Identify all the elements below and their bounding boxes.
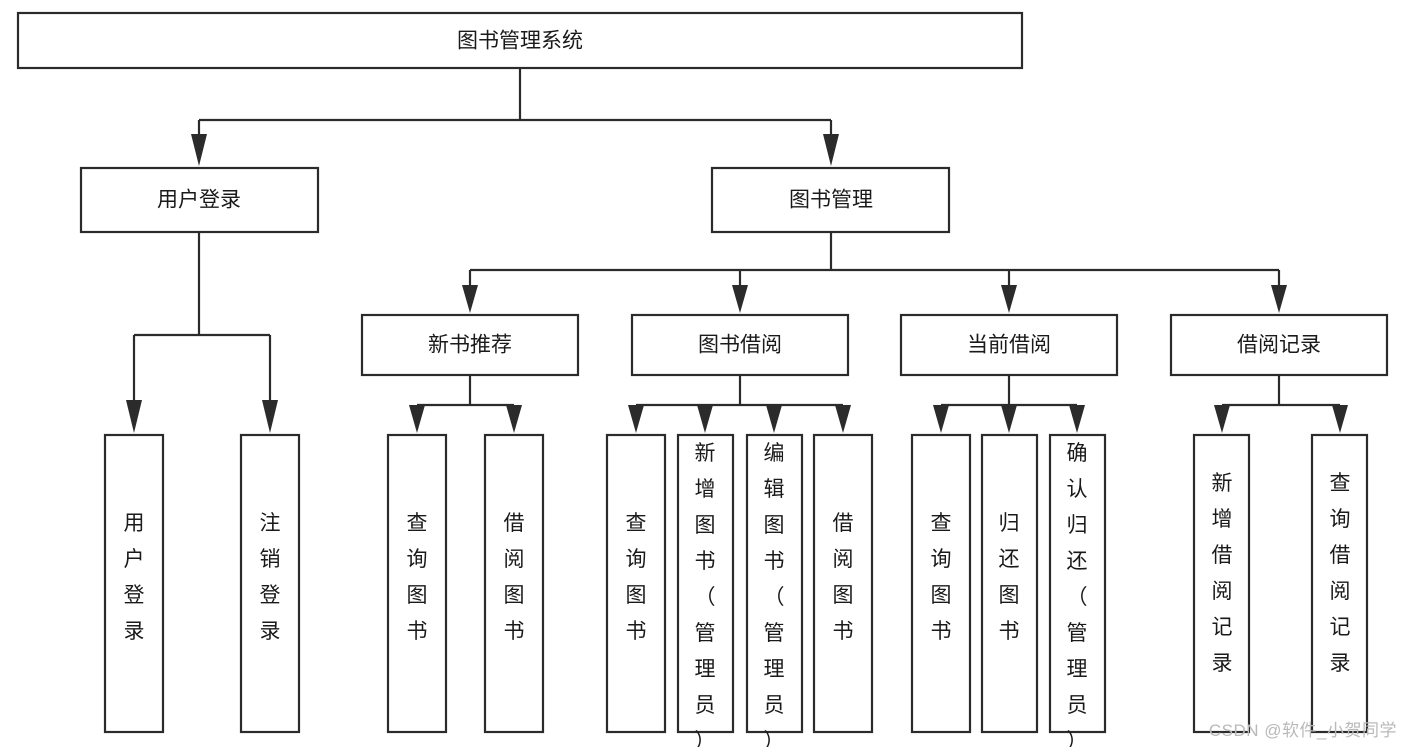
arrow-head-user-login (191, 134, 207, 166)
node-borrow-record-box[interactable] (1169, 313, 1389, 377)
node-leaf-5-label: 查询图书 (626, 512, 647, 643)
node-leaf-11-label: 确认归还（管理员） (1067, 442, 1088, 747)
node-book-borrow-box[interactable] (630, 313, 850, 377)
node-root-box[interactable] (16, 11, 1024, 70)
node-new-book-rec-label: 新书推荐 (428, 334, 512, 357)
node-leaf-10-box[interactable] (980, 433, 1039, 734)
node-leaf-6[interactable]: 新增图书（管理员） (676, 433, 735, 747)
arrow-head-leaf-9 (933, 405, 949, 433)
arrow-head-current-borrow (1001, 285, 1017, 313)
node-leaf-8-label: 借阅图书 (833, 512, 854, 643)
node-leaf-12[interactable]: 新增借阅记录 (1192, 433, 1251, 734)
node-leaf-4[interactable]: 借阅图书 (483, 433, 545, 734)
node-leaf-7-box[interactable] (745, 433, 804, 734)
connector-group-book-borrow (628, 375, 851, 433)
node-leaf-12-box[interactable] (1192, 433, 1251, 734)
arrow-head-borrow-record (1271, 285, 1287, 313)
node-leaf-11[interactable]: 确认归还（管理员） (1048, 433, 1107, 747)
node-book-manage[interactable]: 图书管理 (710, 166, 951, 234)
arrow-head-leaf-8 (835, 405, 851, 433)
node-new-book-rec-box[interactable] (360, 313, 580, 377)
node-leaf-6-label: 新增图书（管理员） (695, 442, 716, 747)
arrow-head-leaf-3 (409, 405, 425, 433)
node-root-label: 图书管理系统 (457, 30, 583, 53)
node-leaf-3-box[interactable] (386, 433, 448, 734)
arrow-head-leaf-1 (126, 400, 142, 433)
node-leaf-6-box[interactable] (676, 433, 735, 734)
node-leaf-3[interactable]: 查询图书 (386, 433, 448, 734)
node-leaf-2[interactable]: 注销登录 (239, 433, 301, 734)
node-leaf-4-box[interactable] (483, 433, 545, 734)
node-leaf-7-label: 编辑图书（管理员） (764, 442, 785, 747)
node-leaf-5-box[interactable] (605, 433, 667, 734)
node-leaf-8-box[interactable] (812, 433, 874, 734)
node-book-manage-box[interactable] (710, 166, 951, 234)
node-current-borrow-box[interactable] (899, 313, 1119, 377)
node-leaf-13[interactable]: 查询借阅记录 (1310, 433, 1369, 734)
node-leaf-2-box[interactable] (239, 433, 301, 734)
node-leaf-7[interactable]: 编辑图书（管理员） (745, 433, 804, 747)
node-leaf-13-box[interactable] (1310, 433, 1369, 734)
node-borrow-record[interactable]: 借阅记录 (1169, 313, 1389, 377)
arrow-head-leaf-5 (628, 405, 644, 433)
node-leaf-1-label: 用户登录 (124, 512, 145, 643)
arrow-head-leaf-11 (1069, 405, 1085, 433)
node-leaf-1-box[interactable] (103, 433, 165, 734)
node-leaf-2-label: 注销登录 (260, 512, 281, 643)
connector-group-new-book-rec (409, 375, 522, 433)
arrow-head-leaf-7 (766, 405, 782, 433)
arrow-head-book-borrow (732, 285, 748, 313)
node-current-borrow[interactable]: 当前借阅 (899, 313, 1119, 377)
connector-group-borrow-record (1214, 375, 1348, 433)
arrow-head-book-manage (823, 134, 839, 166)
node-user-login-box[interactable] (79, 166, 320, 234)
arrow-head-new-book-rec (462, 285, 478, 313)
connector-group-book-manage (462, 232, 1287, 313)
arrow-head-leaf-13 (1332, 405, 1348, 433)
node-user-login[interactable]: 用户登录 (79, 166, 320, 234)
node-new-book-rec[interactable]: 新书推荐 (360, 313, 580, 377)
arrow-head-leaf-6 (697, 405, 713, 433)
node-book-borrow-label: 图书借阅 (698, 334, 782, 357)
node-leaf-10-label: 归还图书 (999, 512, 1020, 643)
node-leaf-3-label: 查询图书 (407, 512, 428, 643)
node-leaf-13-label: 查询借阅记录 (1330, 472, 1351, 675)
node-root[interactable]: 图书管理系统 (16, 11, 1024, 70)
connector-group-user-login (126, 232, 278, 433)
node-leaf-12-label: 新增借阅记录 (1212, 472, 1233, 675)
node-leaf-9-box[interactable] (910, 433, 972, 734)
arrow-head-leaf-2 (262, 400, 278, 433)
node-leaf-9[interactable]: 查询图书 (910, 433, 972, 734)
node-leaf-4-label: 借阅图书 (504, 512, 525, 643)
node-book-borrow[interactable]: 图书借阅 (630, 313, 850, 377)
node-leaf-9-label: 查询图书 (931, 512, 952, 643)
node-leaf-8[interactable]: 借阅图书 (812, 433, 874, 734)
node-current-borrow-label: 当前借阅 (967, 334, 1051, 357)
node-book-manage-label: 图书管理 (789, 189, 873, 212)
connector-group-root (191, 68, 839, 166)
csdn-watermark: CSDN @软件_小贺同学 (1208, 721, 1397, 740)
node-user-login-label: 用户登录 (157, 189, 241, 212)
node-leaf-10[interactable]: 归还图书 (980, 433, 1039, 734)
arrow-head-leaf-12 (1214, 405, 1230, 433)
connector-group-current-borrow (933, 375, 1085, 433)
node-leaf-5[interactable]: 查询图书 (605, 433, 667, 734)
node-borrow-record-label: 借阅记录 (1237, 334, 1321, 357)
arrow-head-leaf-4 (506, 405, 522, 433)
node-leaf-1[interactable]: 用户登录 (103, 433, 165, 734)
node-leaf-11-box[interactable] (1048, 433, 1107, 734)
arrow-head-leaf-10 (1001, 405, 1017, 433)
